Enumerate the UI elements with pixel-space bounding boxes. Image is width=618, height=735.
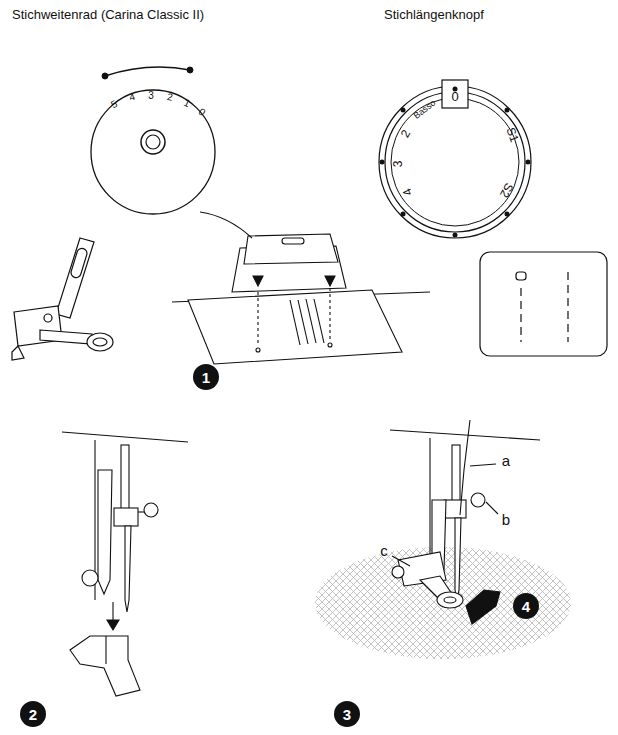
needle-bar-figure xyxy=(62,432,188,696)
needle-position-panel xyxy=(480,252,607,356)
presser-foot-tool xyxy=(12,238,113,360)
callout-text: 3 xyxy=(343,707,351,722)
dial-number: Basso xyxy=(412,98,438,121)
dial-number: 3 xyxy=(148,90,154,101)
callout-text: 4 xyxy=(522,599,530,614)
sewing-figure xyxy=(315,420,571,659)
callout-text: 2 xyxy=(29,707,37,722)
callout-number: 1 xyxy=(193,364,219,390)
part-letter: a xyxy=(502,453,510,470)
callout-text: 1 xyxy=(202,370,210,385)
callout-number: 4 xyxy=(513,593,539,619)
dial-number: 4 xyxy=(401,186,416,198)
callout-number: 2 xyxy=(20,701,46,727)
dial-number: 3 xyxy=(392,161,405,168)
dial-number: 2 xyxy=(399,128,414,140)
needle-plate-figure xyxy=(172,212,430,364)
part-letter: b xyxy=(502,512,510,529)
dial-number: S1 xyxy=(503,126,520,144)
figure-heading: Stichweitenrad (Carina Classic II) xyxy=(12,8,204,22)
callout-number: 3 xyxy=(334,701,360,727)
dial-number: S2 xyxy=(497,180,516,199)
stitch-width-dial xyxy=(91,67,215,214)
dial-number: 0 xyxy=(196,106,207,118)
dial-number: 0 xyxy=(451,90,458,104)
figure-heading: Stichlängenknopf xyxy=(384,8,484,22)
stitch-length-knob xyxy=(379,80,531,238)
part-letter: c xyxy=(380,543,388,560)
